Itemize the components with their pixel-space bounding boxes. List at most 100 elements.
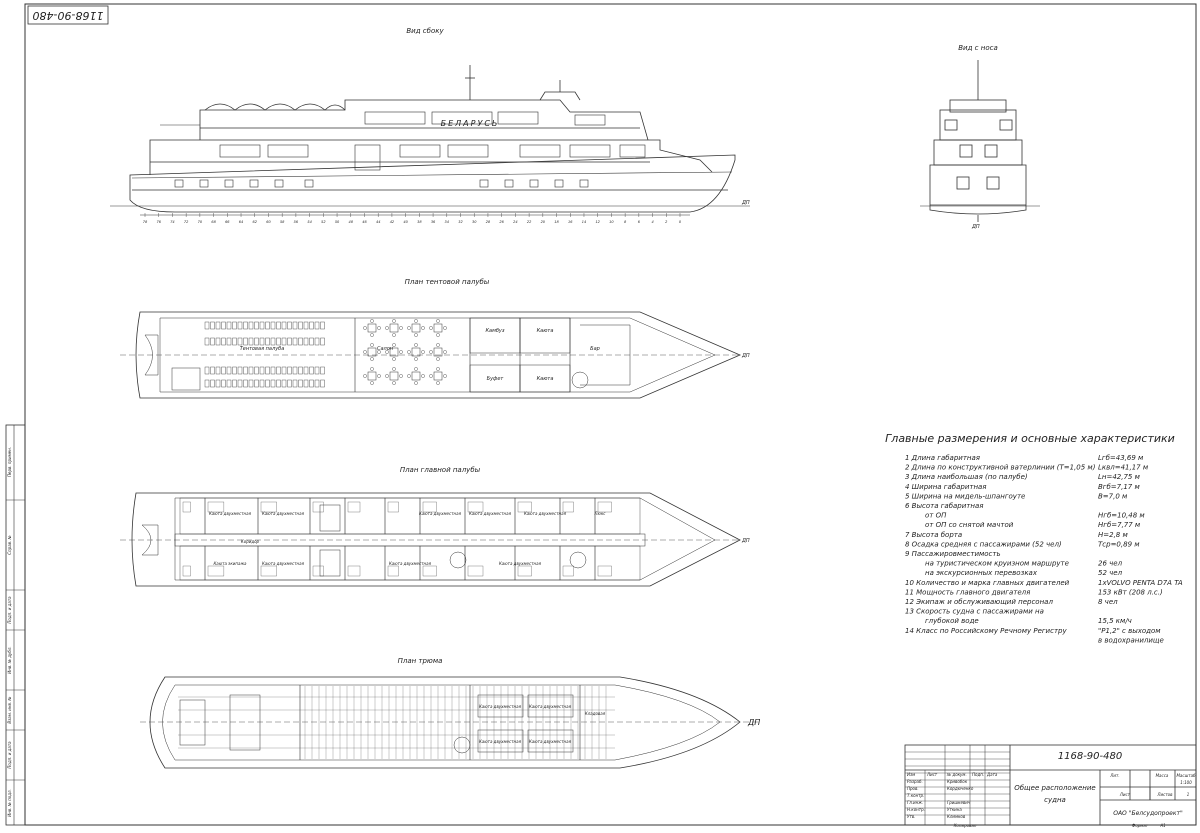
room-label: Салон	[377, 346, 394, 352]
chair	[436, 319, 440, 323]
tent-deck-seats	[204, 321, 325, 388]
chair	[377, 326, 381, 330]
drawing-number-rotated: 1168-90-480	[33, 9, 104, 22]
seat	[281, 321, 287, 330]
chair	[407, 374, 411, 378]
frame-number: 6	[638, 220, 641, 224]
frame-number: 48	[349, 220, 354, 224]
cabin-bottom	[179, 545, 206, 581]
seat	[259, 379, 265, 388]
frame-number: 42	[390, 220, 395, 224]
tb-role: Пров.	[907, 786, 919, 791]
bed	[207, 501, 225, 513]
tb-person: Кривобок	[947, 779, 968, 784]
room-label: Каюта двухместная	[419, 511, 462, 516]
chair	[377, 350, 381, 354]
seat	[237, 366, 243, 375]
bed	[182, 565, 191, 577]
bed	[467, 501, 484, 513]
bed	[312, 501, 324, 513]
frame-number: 54	[307, 220, 311, 224]
tb-header-cell: № докум.	[946, 772, 967, 777]
drawing-number-box: 1168-90-480	[27, 5, 109, 25]
bed	[387, 501, 399, 513]
bed	[562, 565, 574, 577]
chair	[436, 357, 440, 361]
chair	[414, 357, 418, 361]
spec-value: 153 кВт (208 л.с.)	[1098, 588, 1163, 596]
table	[367, 347, 377, 357]
frame-number: 66	[225, 220, 230, 224]
spec-label: на экскурсионных перевозках	[925, 569, 1038, 577]
side-view	[129, 65, 736, 213]
chair	[429, 374, 433, 378]
frame-number: 32	[458, 220, 463, 224]
tb-organization: ОАО "Белсудопроект"	[1113, 810, 1183, 817]
hold-frame-grid	[178, 686, 615, 759]
stamp-cell: Инв. № дубл.	[7, 646, 12, 673]
cabin-top	[594, 497, 641, 535]
bed	[347, 565, 361, 577]
frame-number: 56	[294, 220, 299, 224]
spec-label: 5 Ширина на мидель-шпангоуте	[905, 492, 1025, 500]
chair	[392, 381, 396, 385]
chair	[414, 319, 418, 323]
tb-header-cell: Подп.	[972, 772, 984, 777]
seat	[215, 366, 221, 375]
tb-copied: Копировал	[954, 823, 977, 828]
seat	[270, 321, 276, 330]
seat	[248, 321, 254, 330]
seat	[248, 379, 254, 388]
seat	[265, 366, 270, 375]
hold-plan	[149, 676, 741, 769]
spec-value: 15,5 км/ч	[1098, 617, 1132, 625]
seat	[292, 366, 298, 375]
table	[389, 371, 399, 381]
seat	[303, 379, 309, 388]
chair	[370, 333, 374, 337]
chair	[436, 367, 440, 371]
seat	[259, 366, 265, 375]
chair	[421, 326, 425, 330]
seat	[265, 337, 270, 346]
spec-value: Lгб=43,69 м	[1098, 454, 1144, 462]
frame-number: 4	[651, 220, 653, 224]
room-label: Буфет	[487, 376, 505, 382]
frame-number: 12	[595, 220, 600, 224]
spec-value: B=7,0 м	[1098, 492, 1128, 500]
stamp-cell: Подп. и дата	[7, 596, 12, 624]
seat	[314, 366, 320, 375]
tb-person: Гришкевич	[947, 800, 971, 805]
spec-label: 6 Высота габаритная	[905, 502, 983, 510]
title-block-number: 1168-90-480	[1058, 751, 1122, 762]
frame-number: 62	[253, 220, 258, 224]
seat	[232, 321, 237, 330]
room-label: Каюта двухместная	[499, 561, 542, 566]
table	[433, 347, 443, 357]
seat	[292, 321, 298, 330]
stamp-cell: Взам. инв. №	[7, 696, 12, 723]
bed	[517, 501, 532, 513]
table	[411, 371, 421, 381]
tb-person: Кордюченко	[947, 786, 974, 791]
spec-label: 14 Класс по Российскому Речному Регистру	[905, 627, 1067, 635]
spec-value: H=2,8 м	[1098, 531, 1128, 539]
seat	[259, 337, 265, 346]
seat	[281, 379, 287, 388]
room-label: Тентовая палуба	[240, 346, 285, 352]
seat	[226, 321, 232, 330]
chair	[399, 374, 403, 378]
spec-label: 1 Длина габаритная	[905, 454, 980, 462]
cabin-top	[344, 497, 386, 535]
room-label: Бар	[590, 346, 600, 352]
seat	[232, 379, 237, 388]
tb-header-cell: Изм	[907, 772, 915, 777]
frame-number: 18	[554, 220, 559, 224]
frame-number: 52	[321, 220, 326, 224]
spec-value: 1xVOLVO PENTA D7A TA	[1098, 579, 1183, 587]
tb-header-cell: Лист	[926, 772, 938, 777]
bed	[422, 501, 437, 513]
frame-number: 72	[184, 220, 189, 224]
